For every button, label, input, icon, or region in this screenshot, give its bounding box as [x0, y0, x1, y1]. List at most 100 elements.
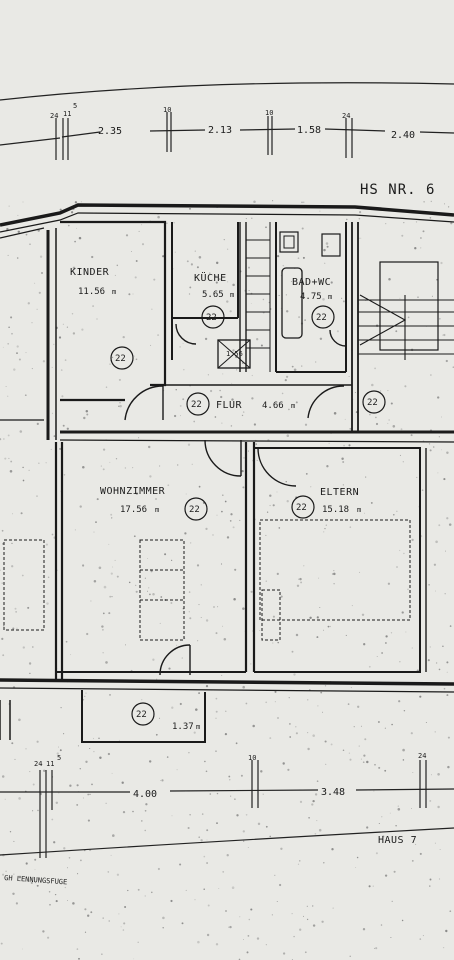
speckle	[205, 619, 209, 622]
speckle	[373, 947, 375, 949]
speckle	[248, 266, 250, 269]
speckle	[90, 911, 93, 914]
speckle	[303, 201, 305, 203]
speckle	[77, 745, 79, 747]
speckle	[81, 328, 84, 331]
speckle	[354, 391, 356, 394]
speckle	[277, 641, 279, 644]
speckle	[390, 402, 393, 405]
speckle	[28, 469, 30, 471]
speckle	[319, 337, 323, 341]
speckle	[222, 373, 224, 375]
speckle	[428, 443, 431, 445]
speckle	[37, 809, 39, 812]
speckle	[1, 582, 3, 584]
speckle	[437, 472, 439, 474]
speckle	[128, 293, 131, 296]
speckle	[132, 293, 134, 295]
speckle	[319, 607, 321, 608]
speckle	[92, 305, 95, 308]
speckle	[446, 671, 448, 673]
speckle	[25, 233, 28, 236]
speckle	[4, 798, 6, 800]
speckle	[102, 917, 104, 919]
speckle	[351, 605, 353, 607]
speckle	[177, 464, 179, 466]
speckle	[36, 308, 38, 310]
room-name: WOHNZIMMER	[100, 486, 166, 497]
speckle	[385, 223, 387, 225]
top-dim-1: 2.35	[98, 126, 122, 137]
speckle	[322, 711, 324, 713]
speckle	[397, 808, 401, 811]
speckle	[7, 254, 9, 256]
speckle	[333, 582, 335, 585]
speckle	[116, 873, 120, 876]
speckle	[102, 468, 105, 471]
speckle	[45, 543, 48, 546]
speckle	[300, 581, 303, 584]
speckle	[222, 494, 224, 496]
speckle	[66, 326, 69, 328]
speckle	[111, 517, 113, 519]
speckle	[422, 935, 424, 937]
speckle	[326, 245, 329, 248]
speckle	[274, 874, 276, 876]
speckle	[437, 805, 440, 809]
speckle	[32, 783, 35, 786]
speckle	[247, 450, 249, 452]
marker-label: 22	[206, 313, 217, 323]
area-unit: m	[196, 723, 200, 731]
speckle	[222, 625, 224, 627]
speckle	[119, 402, 121, 404]
speckle	[5, 385, 7, 388]
speckle	[21, 574, 24, 577]
speckle	[448, 523, 452, 526]
speckle	[311, 905, 314, 907]
speckle	[325, 242, 329, 245]
speckle	[285, 294, 287, 296]
speckle	[230, 513, 233, 516]
speckle	[378, 822, 380, 825]
speckle	[189, 617, 192, 620]
speckle	[252, 724, 255, 728]
speckle	[189, 286, 192, 289]
room-name: FLUR	[216, 400, 243, 411]
speckle	[124, 906, 127, 908]
speckle	[9, 470, 13, 473]
speckle	[147, 445, 151, 449]
speckle	[226, 536, 230, 539]
speckle	[31, 646, 34, 648]
speckle	[312, 799, 315, 803]
speckle	[179, 346, 181, 348]
speckle	[82, 465, 85, 469]
speckle	[9, 831, 12, 833]
speckle	[34, 882, 36, 884]
speckle	[135, 584, 137, 587]
speckle	[122, 335, 125, 339]
speckle	[446, 661, 449, 664]
speckle	[239, 519, 241, 521]
speckle	[280, 847, 283, 850]
speckle	[141, 224, 143, 226]
speckle	[93, 750, 95, 753]
speckle	[29, 771, 31, 773]
speckle	[243, 939, 244, 940]
speckle	[14, 607, 17, 610]
speckle	[365, 476, 367, 478]
speckle	[375, 947, 378, 950]
room-bad-wc: BAD+WC 4.75 m	[292, 277, 332, 302]
speckle	[11, 542, 13, 545]
speckle	[167, 484, 170, 487]
speckle	[422, 230, 425, 233]
speckle	[148, 760, 152, 763]
speckle	[425, 721, 427, 724]
speckle	[285, 310, 289, 313]
room-name: BAD+WC	[292, 277, 331, 288]
speckle	[187, 443, 191, 446]
speckle	[277, 717, 279, 719]
speckle	[359, 211, 362, 214]
speckle	[289, 723, 291, 725]
speckle	[427, 659, 430, 662]
speckle	[443, 478, 446, 481]
